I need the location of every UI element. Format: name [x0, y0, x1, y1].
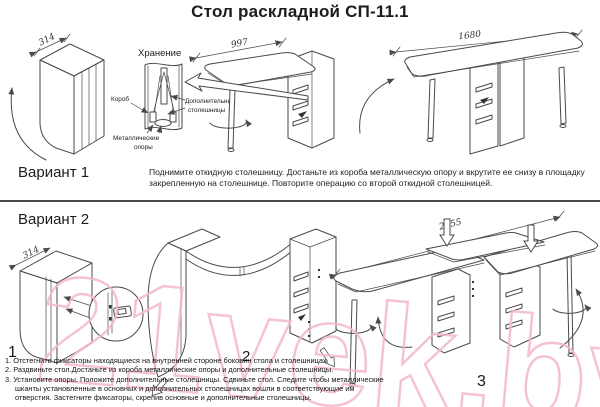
storage-title: Хранение	[138, 48, 181, 59]
label-extra-tops-1: Дополнительные	[185, 98, 236, 105]
section-divider	[0, 200, 600, 202]
v2-extended-table: 2255	[328, 210, 599, 390]
screw-rotation-arrow-icon	[335, 324, 377, 334]
page-title: Стол раскладной СП-11.1	[191, 2, 409, 21]
variant2-heading: Вариант 2	[18, 211, 90, 228]
dimension-label-1680: 1680	[458, 30, 482, 43]
screw-rotation-arrow-icon	[209, 119, 253, 129]
variant1-heading: Вариант 1	[18, 164, 90, 181]
v1-storage-detail: Хранение Короб Дополнительные столешницы…	[111, 48, 236, 151]
latch-callout-arrow-icon	[63, 296, 96, 308]
table-leg	[349, 299, 358, 384]
instruction-step-3: 3. Установите опоры. Положите дополнител…	[5, 374, 384, 403]
extra-tabletop	[425, 232, 545, 261]
pedestal	[431, 268, 471, 354]
v2-open-frame: 2	[147, 228, 340, 400]
v2-closed-table: 314 1	[8, 245, 144, 364]
table-leg	[558, 66, 567, 125]
variant2-instructions: 1. Отстегните фиксаторы находящиеся на в…	[5, 356, 387, 403]
small-arrow-icon	[298, 111, 307, 118]
diagram-variant1: 314 Хранение Короб Дополнительные	[8, 30, 583, 161]
label-supports-2: опоры	[134, 144, 153, 151]
callout-arrow-icon	[130, 102, 149, 114]
callout-arrow-icon	[146, 124, 154, 134]
callout-arrow-icon	[170, 94, 186, 101]
label-korob: Короб	[111, 95, 129, 103]
dimension-line	[28, 37, 67, 58]
instruction-step-2: 2. Раздвиньте стол.Достаньте из короба м…	[5, 365, 334, 375]
v1-half-open-table: 997	[184, 37, 335, 152]
table-leg	[427, 78, 436, 139]
instruction-step-1: 1. Отстегните фиксаторы находящиеся на в…	[5, 356, 329, 365]
dimension-line	[189, 40, 283, 63]
v1-open-table: 1680	[359, 30, 583, 155]
frame-rail	[185, 242, 293, 268]
step-label-1: 1	[8, 344, 17, 361]
fold-arrow-icon	[375, 316, 413, 348]
step-label-3: 3	[477, 373, 486, 390]
table-leg	[566, 252, 574, 354]
open-rotation-arrow-icon	[8, 87, 47, 161]
v1-closed-table: 314	[8, 32, 105, 161]
take-from-box-arrow-icon	[184, 72, 309, 101]
small-arrow-icon	[480, 97, 489, 104]
callout-arrow-icon	[156, 125, 163, 134]
fold-arrow-icon	[559, 288, 584, 349]
small-arrow-icon	[298, 314, 306, 321]
label-supports-1: Металлические	[113, 135, 160, 142]
lift-wing-arrow-icon	[359, 78, 395, 134]
step-label-2: 2	[242, 348, 250, 365]
screw-rotation-arrow-icon	[552, 304, 592, 314]
tabletop	[404, 31, 583, 77]
label-extra-tops-2: столешницы	[188, 107, 226, 114]
dimension-label-314: 314	[37, 32, 57, 49]
diagram-variant2: 314 1	[8, 210, 599, 400]
dimension-label-314: 314	[21, 245, 41, 262]
callout-arrow-icon	[167, 107, 186, 115]
dimension-label-997: 997	[230, 37, 249, 50]
variant1-instructions: Поднимите откидную столешницу. Достаньте…	[149, 167, 585, 189]
latch-callout-arrow-icon	[65, 308, 94, 320]
dimension-line	[8, 247, 51, 271]
